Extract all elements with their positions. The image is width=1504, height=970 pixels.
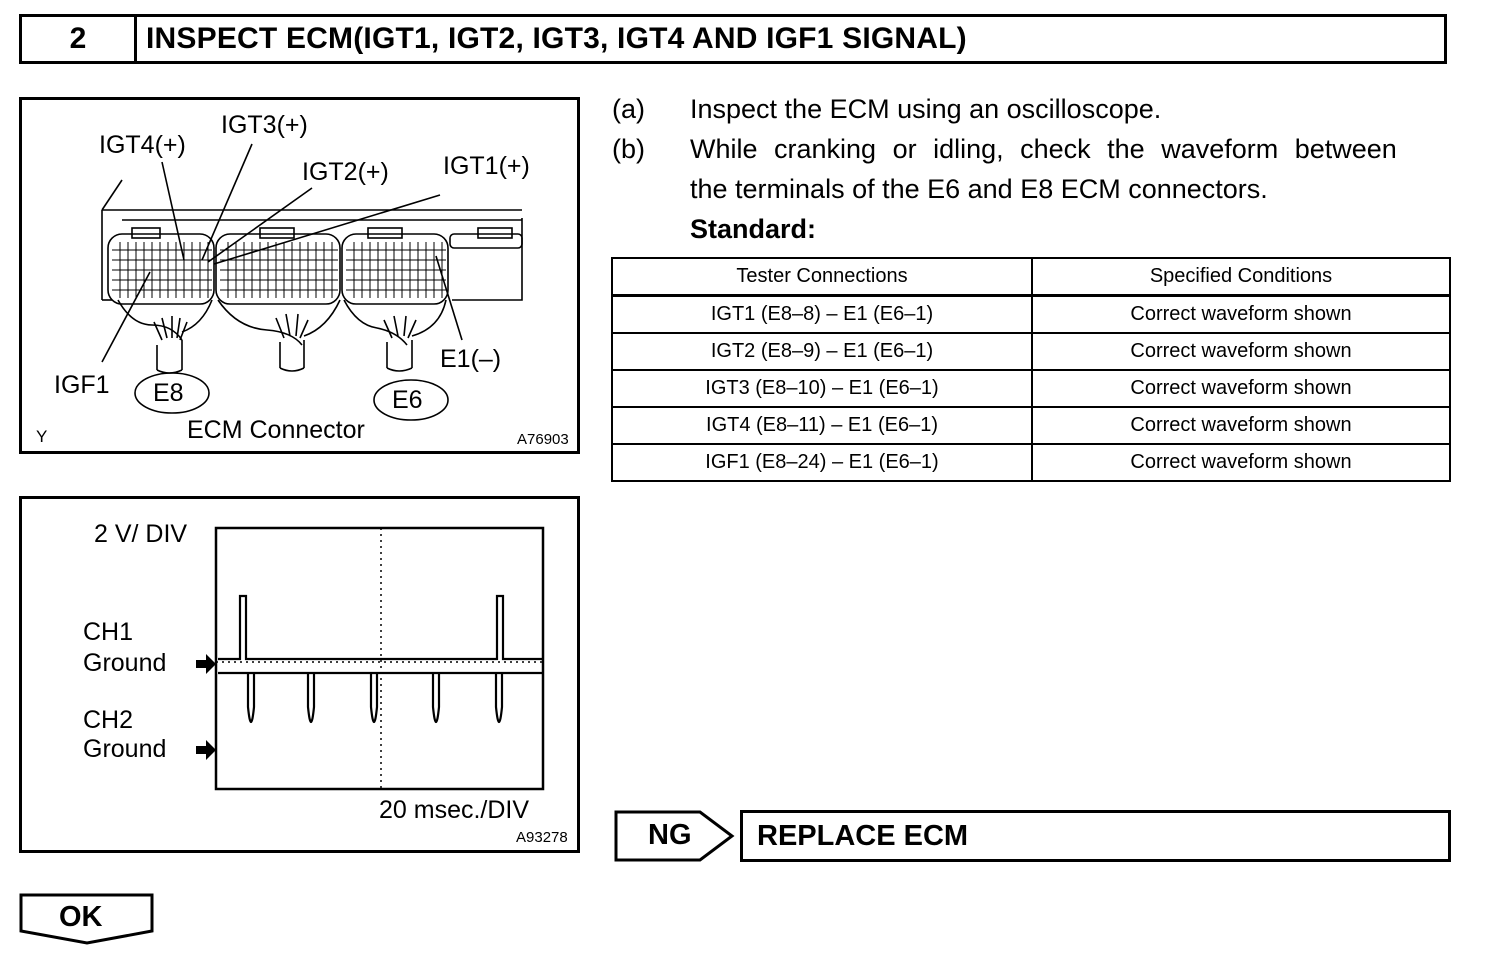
figure-tag-y: Y <box>36 427 48 446</box>
ok-arrow-shape <box>19 893 154 945</box>
igt1-label: IGT1(+) <box>443 152 530 180</box>
ch2-label: CH2 <box>83 706 134 734</box>
ok-label: OK <box>59 901 103 933</box>
table-row: IGT3 (E8–10) – E1 (E6–1) Correct wavefor… <box>611 369 1451 408</box>
ch1-label: CH1 <box>83 618 134 646</box>
tester-connection-cell: IGT3 (E8–10) – E1 (E6–1) <box>611 369 1033 408</box>
e6-label: E6 <box>392 386 423 414</box>
replace-ecm-box: REPLACE ECM <box>740 810 1451 862</box>
voltage-scale-label: 2 V/ DIV <box>94 520 188 548</box>
tester-connection-cell: IGT1 (E8–8) – E1 (E6–1) <box>611 294 1033 334</box>
e8-label: E8 <box>153 379 184 407</box>
igt2-label: IGT2(+) <box>302 158 389 186</box>
condition-cell: Correct waveform shown <box>1031 369 1451 408</box>
oscilloscope-waveform <box>196 526 545 791</box>
column-header-conditions: Specified Conditions <box>1031 257 1451 297</box>
step-b-text-line1: While cranking or idling, check the wave… <box>690 134 1397 164</box>
step-number: 2 <box>22 17 137 61</box>
condition-cell: Correct waveform shown <box>1031 332 1451 371</box>
igt4-label: IGT4(+) <box>99 131 186 159</box>
table-header-row: Tester Connections Specified Conditions <box>611 257 1451 297</box>
ng-result-arrow[interactable]: NG <box>614 810 738 862</box>
column-header-tester: Tester Connections <box>611 257 1033 297</box>
step-header: 2 INSPECT ECM(IGT1, IGT2, IGT3, IGT4 AND… <box>19 14 1447 64</box>
ch2-ground-label: Ground <box>83 735 167 763</box>
spec-table: Tester Connections Specified Conditions … <box>611 257 1451 482</box>
igf1-label: IGF1 <box>54 371 110 399</box>
condition-cell: Correct waveform shown <box>1031 294 1451 334</box>
step-a-marker: (a) <box>612 94 645 124</box>
step-a-text: Inspect the ECM using an oscilloscope. <box>690 94 1162 124</box>
e8-pin-grid <box>112 242 212 298</box>
table-row: IGT4 (E8–11) – E1 (E6–1) Correct wavefor… <box>611 406 1451 445</box>
table-row: IGT2 (E8–9) – E1 (E6–1) Correct waveform… <box>611 332 1451 371</box>
tester-connection-cell: IGF1 (E8–24) – E1 (E6–1) <box>611 443 1033 482</box>
connector-caption: ECM Connector <box>187 416 365 444</box>
tester-connection-cell: IGT2 (E8–9) – E1 (E6–1) <box>611 332 1033 371</box>
ch1-ground-label: Ground <box>83 649 167 677</box>
condition-cell: Correct waveform shown <box>1031 406 1451 445</box>
step-title: INSPECT ECM(IGT1, IGT2, IGT3, IGT4 AND I… <box>146 22 967 55</box>
e1-label: E1(–) <box>440 345 502 373</box>
ecm-connector-figure: IGT4(+) IGT3(+) IGT2(+) IGT1(+) IGF1 E1(… <box>19 97 580 454</box>
standard-label: Standard: <box>690 214 817 244</box>
time-scale-label: 20 msec./DIV <box>379 796 530 824</box>
ng-arrow-shape <box>614 810 735 862</box>
figure-code: A76903 <box>517 431 569 448</box>
ng-label: NG <box>648 819 692 851</box>
waveform-figure: 2 V/ DIV CH1 Ground CH2 Ground 20 msec./… <box>19 496 580 853</box>
e6-pin-grid <box>346 242 446 298</box>
step-b-text-line2: the terminals of the E6 and E8 ECM conne… <box>690 174 1268 204</box>
figure-code: A93278 <box>516 829 568 846</box>
ecm-connector-illustration <box>101 143 523 421</box>
table-row: IGT1 (E8–8) – E1 (E6–1) Correct waveform… <box>611 294 1451 334</box>
tester-connection-cell: IGT4 (E8–11) – E1 (E6–1) <box>611 406 1033 445</box>
condition-cell: Correct waveform shown <box>1031 443 1451 482</box>
igt3-label: IGT3(+) <box>221 111 308 139</box>
step-b-marker: (b) <box>612 134 645 164</box>
ok-result-arrow[interactable]: OK <box>19 893 155 945</box>
table-row: IGF1 (E8–24) – E1 (E6–1) Correct wavefor… <box>611 443 1451 482</box>
